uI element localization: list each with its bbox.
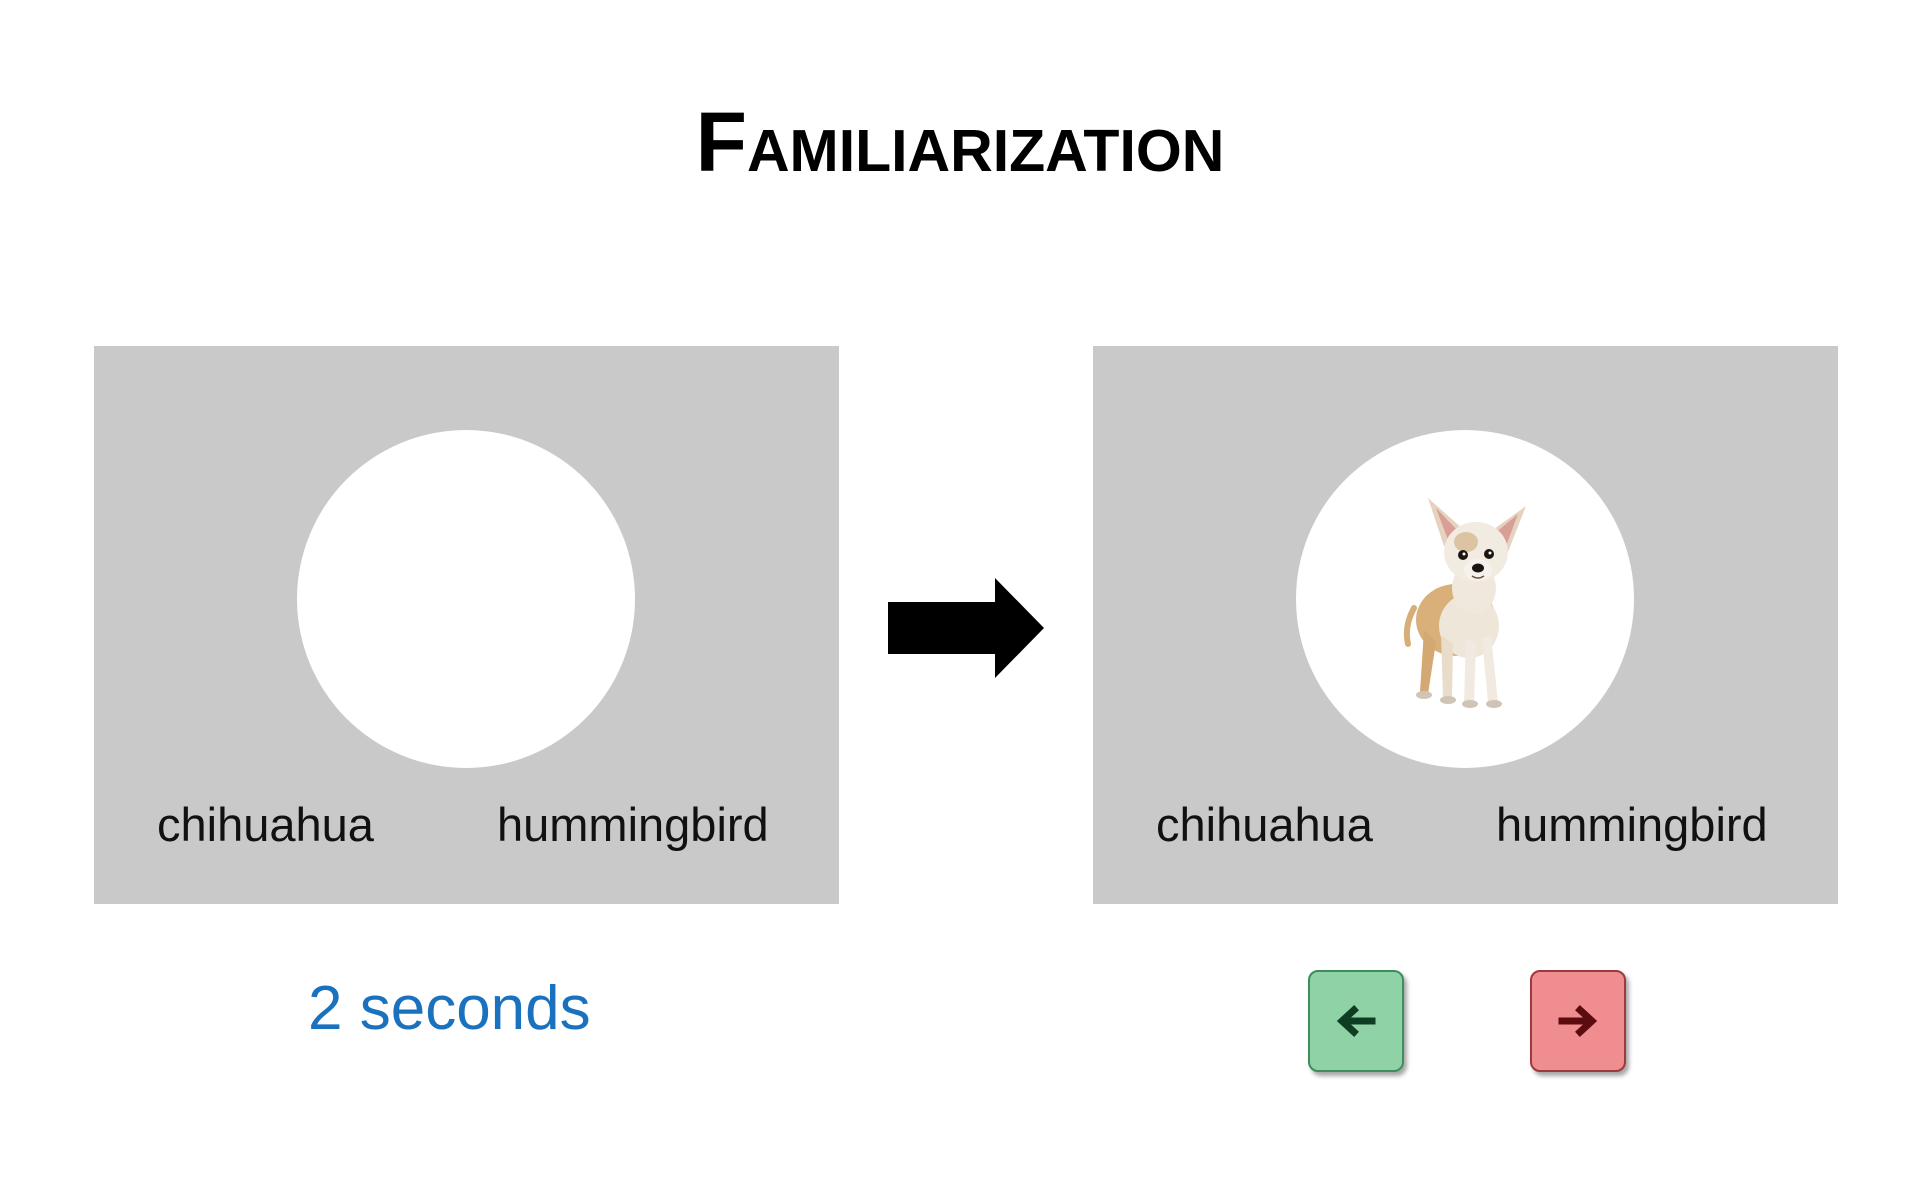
image-display-panel: chihuahua hummingbird xyxy=(1093,346,1838,904)
word-label-right: hummingbird xyxy=(497,798,769,851)
right-arrow-icon xyxy=(888,578,1044,683)
slide-title: Familiarization xyxy=(695,95,1225,189)
left-arrow-icon xyxy=(1336,1005,1376,1037)
blank-circle xyxy=(297,430,635,768)
back-button[interactable] xyxy=(1308,970,1404,1072)
blank-display-panel: chihuahua hummingbird xyxy=(94,346,839,904)
next-button[interactable] xyxy=(1530,970,1626,1072)
image-circle xyxy=(1296,430,1634,768)
chihuahua-photo xyxy=(1403,498,1526,708)
timing-label: 2 seconds xyxy=(308,974,591,1043)
word-label-right: hummingbird xyxy=(1496,798,1768,851)
word-label-left: chihuahua xyxy=(1156,798,1373,851)
word-label-left: chihuahua xyxy=(157,798,374,851)
right-arrow-icon xyxy=(1558,1005,1598,1037)
